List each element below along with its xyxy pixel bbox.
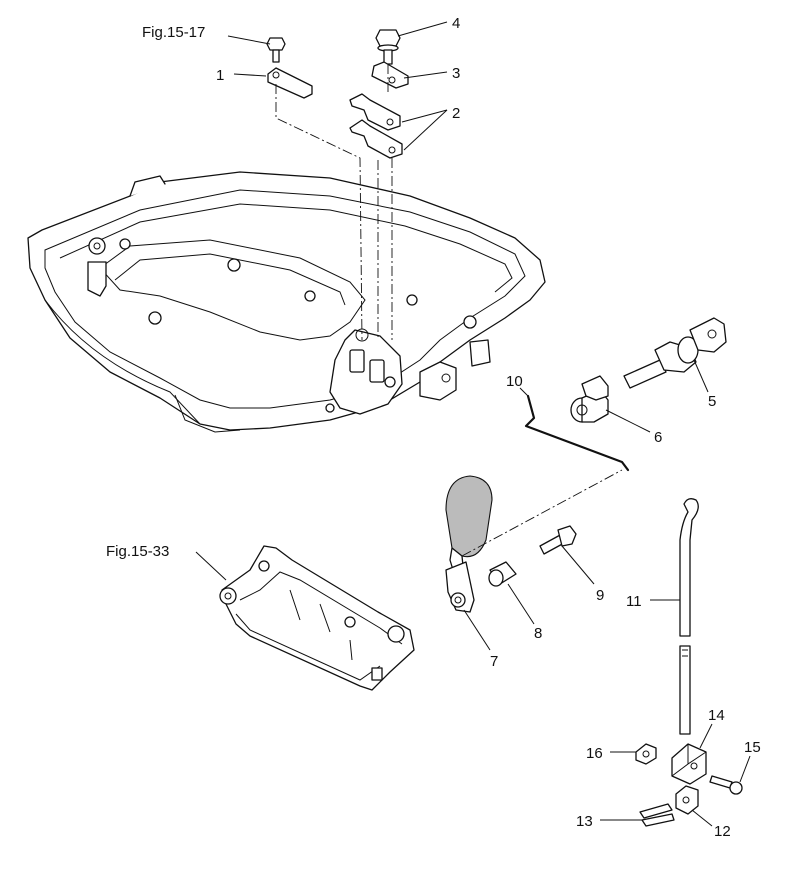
- part-7-lever: [445, 475, 493, 613]
- part-12-joint: [675, 785, 699, 815]
- part-10-rod: [524, 394, 630, 472]
- guide-line: [275, 84, 363, 341]
- shift-bracket: [219, 545, 415, 691]
- label-fig-15-17: Fig.15-17: [142, 24, 205, 41]
- part-13-pin: [639, 803, 675, 827]
- label-part-5: 5: [708, 393, 716, 410]
- label-part-14: 14: [708, 707, 725, 724]
- part-14-block: [671, 743, 707, 785]
- label-part-2: 2: [452, 105, 460, 122]
- label-part-16: 16: [586, 745, 603, 762]
- label-part-7: 7: [490, 653, 498, 670]
- label-part-4: 4: [452, 15, 460, 32]
- part-3-clip: [371, 61, 409, 89]
- bottom-cowling: [27, 171, 546, 433]
- label-part-1: 1: [216, 67, 224, 84]
- part-2-brackets: [349, 93, 403, 159]
- part-8-sleeve: [488, 561, 517, 587]
- part-9-bolt: [539, 525, 577, 555]
- bolt-fig-15-17: [266, 37, 286, 63]
- part-15-screw: [709, 775, 743, 795]
- label-part-10: 10: [506, 373, 523, 390]
- callout-labels: Fig.15-17 1 2 3 4 5 6 10 Fig.15-33 7 8 9…: [106, 15, 761, 840]
- leader-lines: [195, 21, 751, 827]
- label-part-8: 8: [534, 625, 542, 642]
- part-4-bolt: [375, 29, 401, 65]
- label-part-6: 6: [654, 429, 662, 446]
- label-part-13: 13: [576, 813, 593, 830]
- guide-line: [461, 469, 623, 557]
- part-16-nut: [635, 743, 657, 765]
- label-part-9: 9: [596, 587, 604, 604]
- part-11-rod: [679, 498, 699, 735]
- label-part-15: 15: [744, 739, 761, 756]
- label-part-12: 12: [714, 823, 731, 840]
- label-part-3: 3: [452, 65, 460, 82]
- label-part-11: 11: [626, 593, 642, 610]
- part-5-shaft: [623, 317, 727, 389]
- part-1-plate: [267, 67, 313, 99]
- label-fig-15-33: Fig.15-33: [106, 543, 169, 560]
- part-6-knob: [570, 375, 609, 423]
